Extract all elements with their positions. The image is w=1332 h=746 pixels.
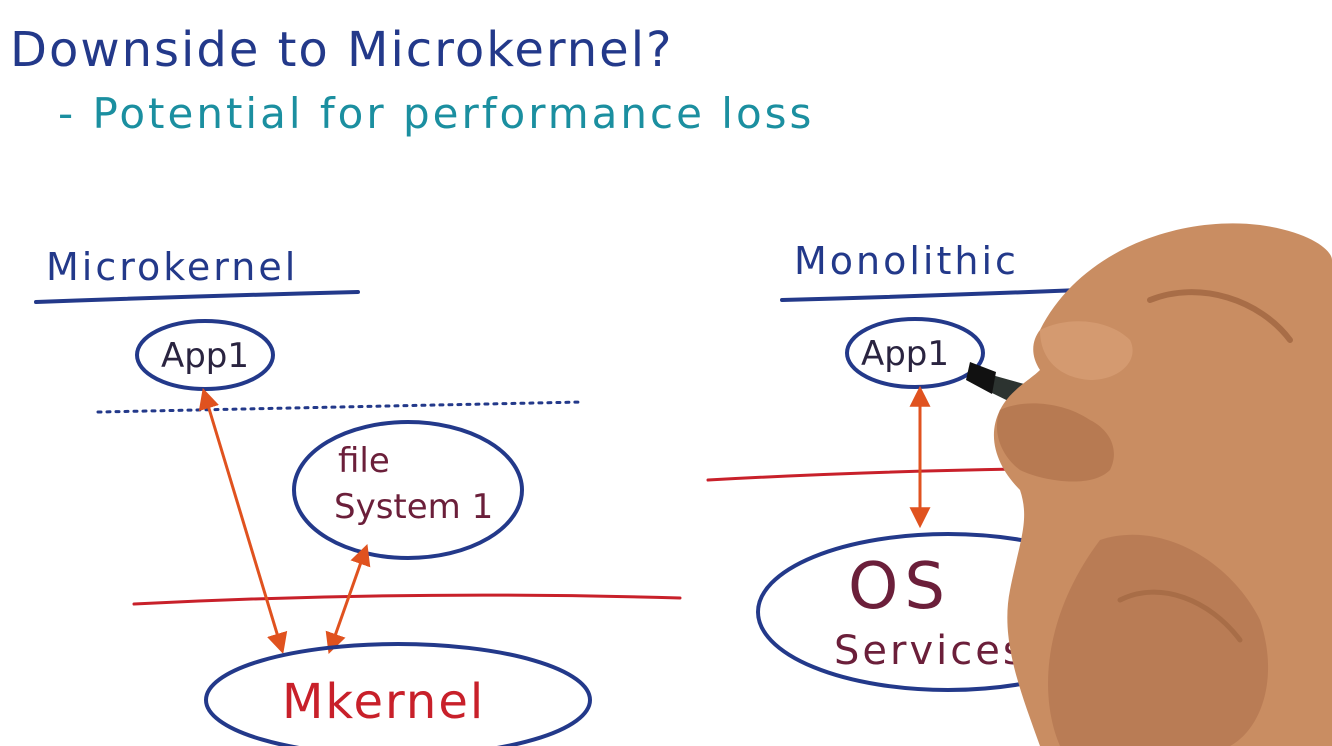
hand-with-marker-image [966, 223, 1332, 746]
microkernel-heading: Microkernel [46, 245, 298, 289]
fs-to-kernel-arrow [325, 544, 371, 654]
user-boundary-dotted [96, 400, 584, 414]
micro-app-label: App1 [161, 336, 249, 376]
page-title: Downside to Microkernel? [10, 22, 674, 78]
monolithic-heading: Monolithic [794, 239, 1019, 283]
file-system-label-1: file [338, 441, 390, 481]
mkernel-bubble [204, 642, 592, 746]
app-to-kernel-arrow [198, 387, 288, 655]
mkernel-label: Mkernel [282, 674, 485, 730]
monolithic-heading-underline [780, 288, 1082, 302]
os-label: OS [848, 550, 951, 624]
mono-app-label: App1 [861, 334, 949, 374]
file-system-bubble [292, 420, 524, 560]
services-label: Services [834, 628, 1027, 674]
microkernel-heading-underline [34, 290, 360, 304]
subtitle: - Potential for performance loss [58, 89, 814, 138]
micro-kernel-boundary [132, 593, 682, 606]
file-system-label-2: System 1 [334, 487, 493, 527]
